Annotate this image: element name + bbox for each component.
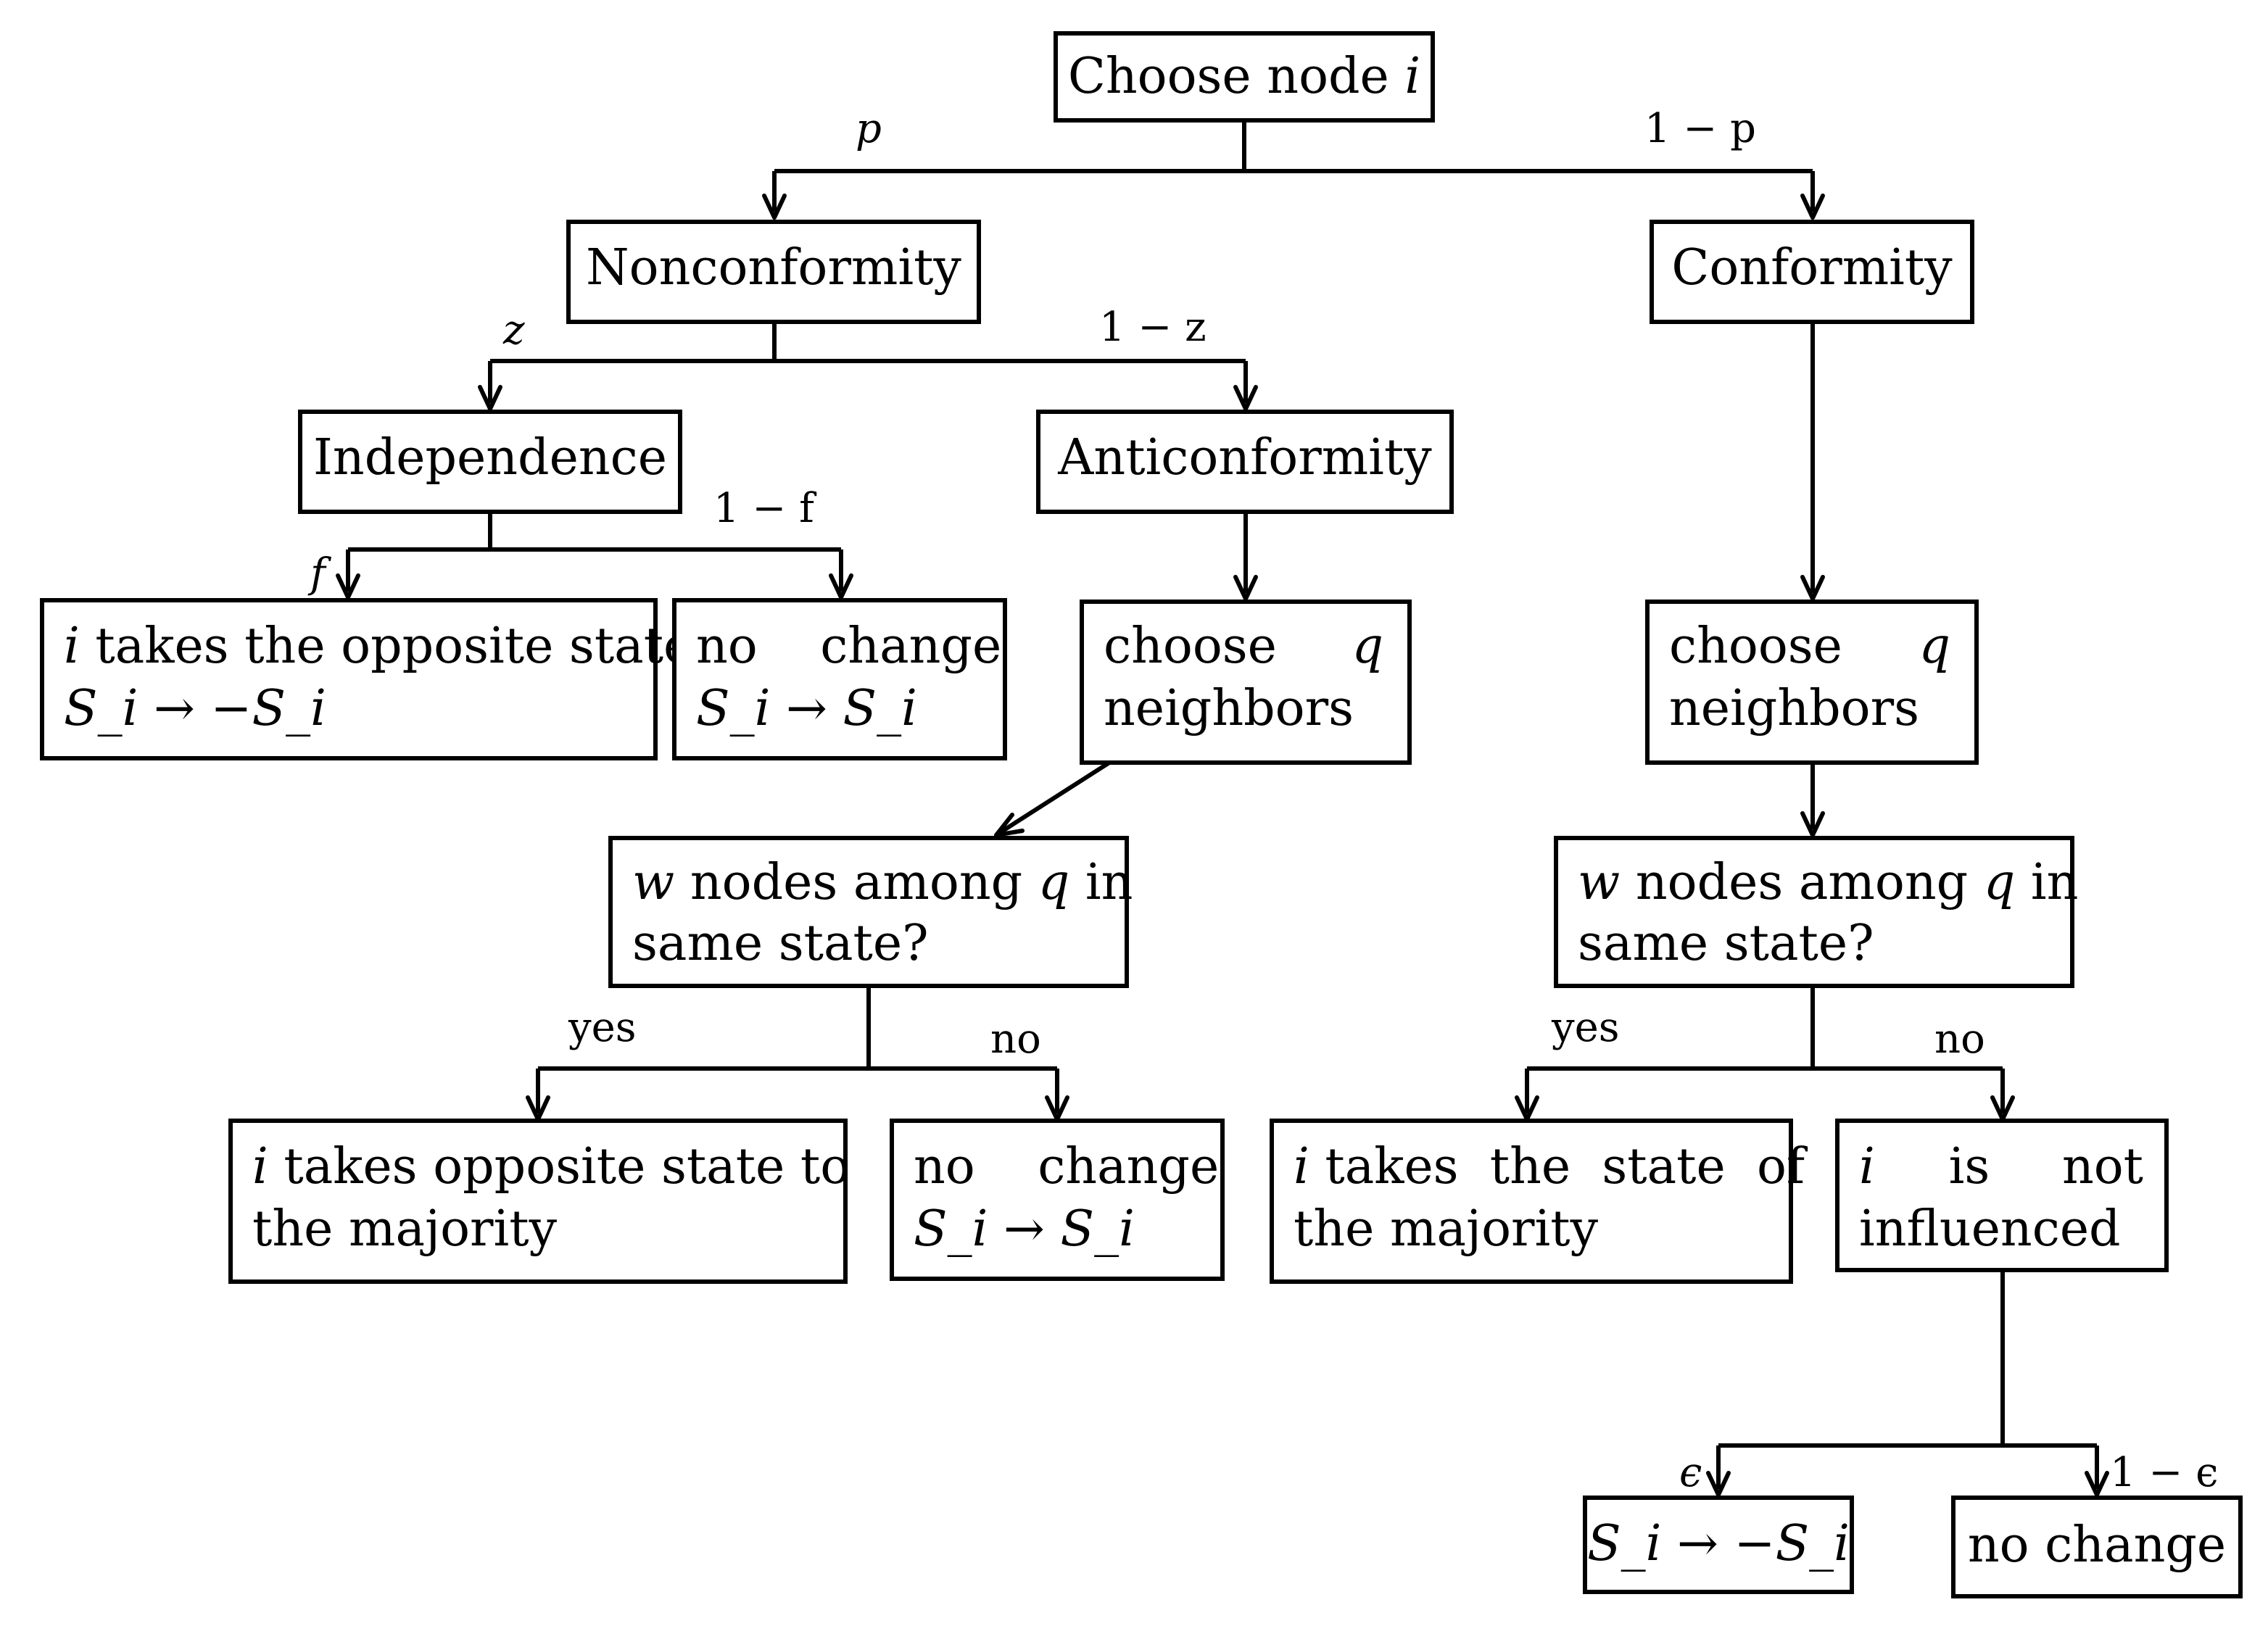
edge-nonconformity-split	[488, 322, 1248, 403]
node-flip: S_i → −S_i	[1583, 1496, 1854, 1594]
node-anticonformity: Anticonformity	[1036, 410, 1454, 514]
label-one-minus-p: 1 − p	[1644, 105, 1756, 152]
edges	[336, 120, 2109, 1497]
node-same-state-conf: w nodes among q in same state?	[1554, 836, 2078, 988]
svg-text:choose: choose	[1104, 618, 1277, 675]
edge-not-influenced-split	[1716, 1270, 2099, 1489]
svg-text:i takes the state of: i takes the state of	[1294, 1138, 1808, 1195]
arrow-to-flip	[1706, 1471, 1731, 1497]
arrow-to-conformity	[1800, 194, 1825, 220]
svg-text:is: is	[1949, 1138, 1990, 1195]
svg-text:w nodes among q in: w nodes among q in	[1578, 854, 2078, 911]
edge-samestate-anti-split	[536, 986, 1059, 1113]
svg-text:Independence: Independence	[313, 429, 667, 486]
arrow-to-opposite-state	[336, 573, 360, 600]
svg-text:q: q	[1919, 618, 1950, 675]
svg-text:S_i → S_i: S_i → S_i	[914, 1200, 1135, 1258]
node-choose-neighbors-conf: choose q neighbors	[1645, 600, 1979, 765]
svg-text:choose: choose	[1669, 618, 1842, 675]
label-no-conf: no	[1934, 1016, 1985, 1063]
node-no-change-independence: no change S_i → S_i	[672, 598, 1007, 760]
svg-text:i takes opposite state to: i takes opposite state to	[252, 1138, 850, 1195]
svg-text:i: i	[1859, 1138, 1875, 1195]
edge-samestate-conf-split	[1525, 986, 2005, 1113]
edge-root-split	[772, 120, 1815, 212]
arrow-to-independence	[478, 385, 502, 411]
svg-text:S_i → −S_i: S_i → −S_i	[1587, 1515, 1850, 1572]
arrow-to-nonconformity	[762, 194, 787, 220]
edge-neighbors-anti-samestate	[999, 760, 1111, 834]
svg-text:Anticonformity: Anticonformity	[1057, 429, 1432, 486]
node-state-majority: i takes the state of the majority	[1270, 1119, 1808, 1284]
svg-text:i takes the opposite state: i takes the opposite state	[64, 618, 692, 675]
svg-text:no change: no change	[914, 1138, 1219, 1195]
node-no-change-anti: no change S_i → S_i	[890, 1119, 1225, 1281]
label-f: f	[307, 550, 332, 597]
label-one-minus-epsilon: 1 − ϵ	[2110, 1449, 2219, 1496]
node-independence: Independence	[298, 410, 682, 514]
svg-text:no change: no change	[1968, 1517, 2226, 1574]
edge-independence-split	[346, 512, 843, 592]
arrow-to-same-state-anti	[994, 813, 1025, 837]
label-epsilon: ϵ	[1679, 1449, 1702, 1496]
label-one-minus-f: 1 − f	[713, 485, 817, 532]
svg-text:Choose node i: Choose node i	[1068, 48, 1420, 105]
label-yes-anti: yes	[568, 1004, 637, 1051]
svg-text:same state?: same state?	[1578, 915, 1874, 972]
arrow-to-same-state-conf	[1800, 811, 1825, 837]
node-nonconformity: Nonconformity	[566, 220, 981, 324]
node-same-state-anti: w nodes among q in same state?	[608, 836, 1133, 988]
node-opposite-majority: i takes opposite state to the majority	[228, 1119, 850, 1284]
edge-labels: p 1 − p z 1 − z f 1 − f yes no yes no ϵ …	[307, 105, 2219, 1496]
arrow-to-no-change-final	[2085, 1471, 2109, 1497]
svg-text:Conformity: Conformity	[1671, 239, 1953, 296]
svg-text:Nonconformity: Nonconformity	[586, 239, 961, 296]
label-yes-conf: yes	[1551, 1004, 1620, 1051]
node-choose-node: Choose node i	[1054, 31, 1435, 123]
svg-text:not: not	[2062, 1138, 2143, 1195]
svg-text:S_i → S_i: S_i → S_i	[696, 680, 917, 737]
label-z: z	[502, 307, 525, 354]
svg-text:S_i → −S_i: S_i → −S_i	[64, 680, 326, 737]
node-opposite-state: i takes the opposite state S_i → −S_i	[40, 598, 692, 760]
label-no-anti: no	[990, 1016, 1041, 1063]
node-no-change-final: no change	[1951, 1496, 2243, 1598]
node-conformity: Conformity	[1650, 220, 1974, 324]
arrow-to-no-change-independence	[829, 573, 853, 600]
arrow-to-anticonformity	[1233, 385, 1258, 411]
node-not-influenced: i is not influenced	[1835, 1119, 2169, 1272]
svg-text:neighbors: neighbors	[1104, 680, 1354, 737]
svg-text:neighbors: neighbors	[1669, 680, 1919, 737]
svg-text:the majority: the majority	[1294, 1200, 1599, 1258]
arrow-to-choose-neighbors-conf	[1800, 575, 1825, 601]
arrow-to-choose-neighbors-anti	[1233, 575, 1258, 601]
svg-text:q: q	[1352, 618, 1383, 675]
svg-text:same state?: same state?	[632, 915, 929, 972]
svg-text:no change: no change	[696, 618, 1001, 675]
svg-text:influenced: influenced	[1859, 1200, 2121, 1258]
nodes: Choose node i Nonconformity Conformity I…	[40, 31, 2243, 1598]
node-choose-neighbors-anti: choose q neighbors	[1080, 600, 1412, 765]
svg-text:the majority: the majority	[252, 1200, 558, 1258]
label-p: p	[856, 105, 882, 152]
label-one-minus-z: 1 − z	[1099, 304, 1207, 351]
svg-text:w nodes among q in: w nodes among q in	[632, 854, 1133, 911]
